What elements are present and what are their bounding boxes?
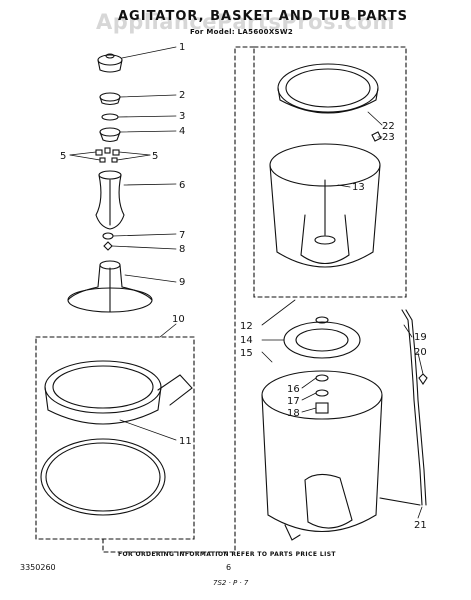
- page-number: 6: [226, 563, 232, 572]
- callout-15: 15: [240, 348, 253, 359]
- callout-18: 18: [287, 408, 300, 419]
- drive-bell: [99, 127, 121, 143]
- callout-5-right: 5: [152, 151, 158, 162]
- drive-hub-gear: [283, 316, 361, 359]
- ordering-note: FOR ORDERING INFORMATION REFER TO PARTS …: [118, 551, 336, 558]
- washer: [102, 232, 114, 240]
- callout-2: 2: [179, 90, 185, 101]
- callout-13: 13: [352, 182, 365, 193]
- wash-basket: [269, 143, 381, 268]
- callout-labels: 1 2 3 4 5 5 6 7 8 9 10 11 12 13 14 15 16…: [60, 42, 427, 531]
- seal-ring: [101, 113, 119, 121]
- callout-11: 11: [179, 436, 192, 447]
- agitator-barrel: [95, 170, 125, 230]
- callout-8: 8: [179, 244, 185, 255]
- page-title: AGITATOR, BASKET AND TUB PARTS: [118, 9, 408, 24]
- model-subtitle: For Model: LA5600XSW2: [190, 28, 294, 36]
- callout-16: 16: [287, 384, 300, 395]
- callout-9: 9: [179, 277, 185, 288]
- callout-6: 6: [179, 180, 185, 191]
- page-code: 7S2 · P · 7: [213, 579, 249, 587]
- basket-fastener: [371, 131, 382, 142]
- agitator-cap: [97, 53, 123, 73]
- hub-washer: [315, 374, 329, 382]
- document-number: 3350260: [20, 563, 56, 572]
- cam-bearing: [99, 92, 121, 106]
- leader-lines: [69, 46, 424, 519]
- callout-22: 22: [382, 121, 395, 132]
- basket-ring: [277, 63, 379, 114]
- tub-ring: [44, 360, 193, 425]
- footer-link-line: [102, 46, 255, 553]
- hub-seal: [315, 389, 329, 397]
- bolt: [103, 241, 113, 251]
- callout-23: 23: [382, 132, 395, 143]
- callout-20: 20: [414, 347, 427, 358]
- callout-14: 14: [240, 335, 253, 346]
- callout-17: 17: [287, 396, 300, 407]
- basket-group-box: [253, 46, 407, 298]
- callout-21: 21: [414, 520, 427, 531]
- agitator-base: [67, 260, 153, 313]
- callout-7: 7: [179, 230, 185, 241]
- callout-3: 3: [179, 111, 185, 122]
- callout-4: 4: [179, 126, 185, 137]
- callout-1: 1: [179, 42, 185, 53]
- hub-nut: [315, 402, 329, 414]
- callout-12: 12: [240, 321, 253, 332]
- watermark: AppliancePartsPros.com: [96, 10, 395, 34]
- drain-hose: [379, 309, 428, 506]
- tub-ring-group-box: [35, 336, 195, 540]
- tub-gasket: [40, 438, 166, 516]
- outer-tub: [261, 370, 383, 541]
- callout-19: 19: [414, 332, 427, 343]
- callout-5-left: 5: [60, 151, 66, 162]
- callout-10: 10: [172, 314, 185, 325]
